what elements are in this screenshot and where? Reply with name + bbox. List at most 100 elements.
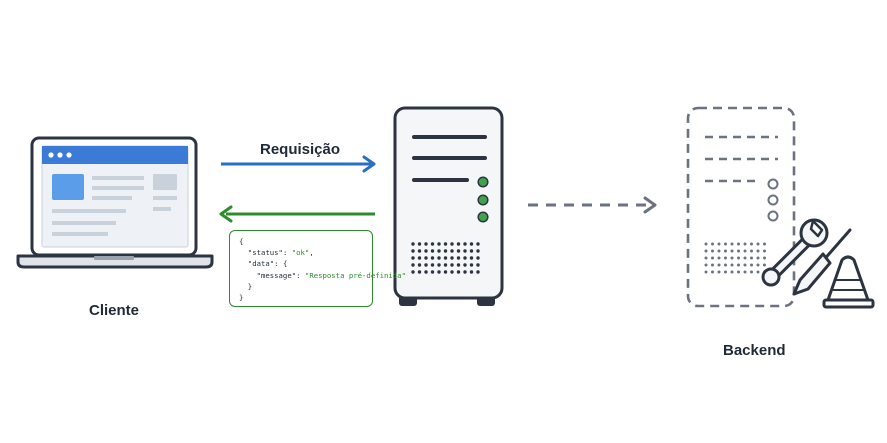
vent-dot bbox=[750, 270, 753, 274]
vent-dot bbox=[437, 249, 441, 253]
vent-dot bbox=[743, 263, 747, 267]
json-status-value: "ok" bbox=[291, 248, 310, 258]
vent-dot bbox=[463, 256, 467, 260]
vent-dot bbox=[437, 270, 441, 274]
vent-dot bbox=[456, 270, 461, 274]
vent-dot bbox=[743, 242, 747, 246]
vent-dot bbox=[743, 256, 747, 260]
vent-dot bbox=[430, 263, 435, 267]
json-line-close-inner: } bbox=[239, 281, 372, 292]
vent-dot bbox=[737, 263, 740, 267]
vent-dot bbox=[463, 242, 467, 246]
vent-dot bbox=[411, 270, 415, 274]
vent-dot bbox=[717, 242, 721, 246]
vent-dot bbox=[704, 249, 708, 253]
vent-dot bbox=[456, 249, 461, 253]
json-message-key: "message" bbox=[256, 270, 297, 280]
vent-dot bbox=[476, 256, 480, 260]
vent-dot bbox=[743, 249, 747, 253]
vent-dot bbox=[730, 263, 734, 267]
vent-dot bbox=[737, 242, 740, 246]
vent-dot bbox=[711, 270, 714, 274]
vent-dot bbox=[704, 242, 708, 246]
vent-dot bbox=[417, 242, 422, 246]
server-icon bbox=[393, 106, 504, 306]
vent-dot bbox=[443, 249, 448, 253]
traffic-cone-icon bbox=[822, 255, 875, 309]
vent-dot bbox=[469, 263, 474, 267]
vent-dot bbox=[704, 256, 708, 260]
vent-dot bbox=[711, 249, 714, 253]
vent-dot bbox=[476, 249, 480, 253]
vent-dot bbox=[717, 256, 721, 260]
laptop-icon bbox=[16, 136, 214, 269]
vent-dot bbox=[763, 256, 766, 260]
vent-dot bbox=[437, 256, 441, 260]
vent-dot bbox=[469, 270, 474, 274]
backend-arrow bbox=[528, 196, 657, 214]
vent-dot bbox=[750, 249, 753, 253]
vent-dot bbox=[456, 256, 461, 260]
vent-dot bbox=[463, 249, 467, 253]
json-close-inner-brace: } bbox=[247, 281, 253, 291]
vent-dot bbox=[711, 242, 714, 246]
vent-dot bbox=[724, 270, 727, 274]
vent-dot bbox=[730, 270, 734, 274]
vent-dot bbox=[724, 256, 727, 260]
vent-dot bbox=[756, 242, 760, 246]
wrench-icon bbox=[761, 218, 829, 287]
vent-dot bbox=[717, 249, 721, 253]
vent-dot bbox=[730, 242, 734, 246]
vent-dot bbox=[430, 256, 435, 260]
vent-dot bbox=[743, 270, 747, 274]
vent-dot bbox=[469, 249, 474, 253]
vent-dot bbox=[476, 242, 480, 246]
vent-dot bbox=[756, 263, 760, 267]
json-line-open: { bbox=[239, 236, 372, 247]
response-json-box: { "status": "ok", "data": { "message": "… bbox=[229, 230, 406, 307]
vent-dot bbox=[430, 249, 435, 253]
vent-dot bbox=[424, 242, 428, 246]
client-label: Cliente bbox=[89, 302, 140, 319]
vent-dot bbox=[704, 263, 708, 267]
request-arrow bbox=[221, 155, 376, 173]
vent-dot bbox=[443, 256, 448, 260]
vent-dot bbox=[443, 242, 448, 246]
vent-dot bbox=[711, 263, 714, 267]
vent-dot bbox=[443, 270, 448, 274]
vent-dot bbox=[737, 270, 740, 274]
json-close-brace: } bbox=[239, 293, 244, 303]
vent-dot bbox=[750, 263, 753, 267]
vent-dot bbox=[411, 249, 415, 253]
vent-dot bbox=[411, 256, 415, 260]
json-status-key: "status" bbox=[247, 248, 283, 258]
vent-dot bbox=[750, 242, 753, 246]
vent-dot bbox=[469, 256, 474, 260]
vent-dot bbox=[476, 270, 480, 274]
vent-dot bbox=[756, 270, 760, 274]
vent-dot bbox=[450, 263, 454, 267]
vent-dot bbox=[417, 256, 422, 260]
vent-dot bbox=[424, 270, 428, 274]
vent-dot bbox=[463, 263, 467, 267]
vent-dot bbox=[450, 270, 454, 274]
vent-dot bbox=[430, 242, 435, 246]
json-data-key: "data" bbox=[247, 259, 275, 269]
vent-dot bbox=[463, 270, 467, 274]
vent-dot bbox=[456, 242, 461, 246]
json-line-message: "message": "Resposta pré-definida" bbox=[256, 270, 406, 280]
vent-dot bbox=[437, 242, 441, 246]
vent-dot bbox=[730, 249, 734, 253]
vent-dot bbox=[756, 256, 760, 260]
vent-dot bbox=[437, 263, 441, 267]
vent-dot bbox=[724, 249, 727, 253]
vent-dot bbox=[763, 263, 766, 267]
vent-dot bbox=[443, 263, 448, 267]
vent-dot bbox=[737, 256, 740, 260]
vent-dot bbox=[724, 242, 727, 246]
vent-dot bbox=[730, 256, 734, 260]
vent-dot bbox=[417, 249, 422, 253]
vent-dot bbox=[424, 256, 428, 260]
vent-dot bbox=[763, 242, 766, 246]
